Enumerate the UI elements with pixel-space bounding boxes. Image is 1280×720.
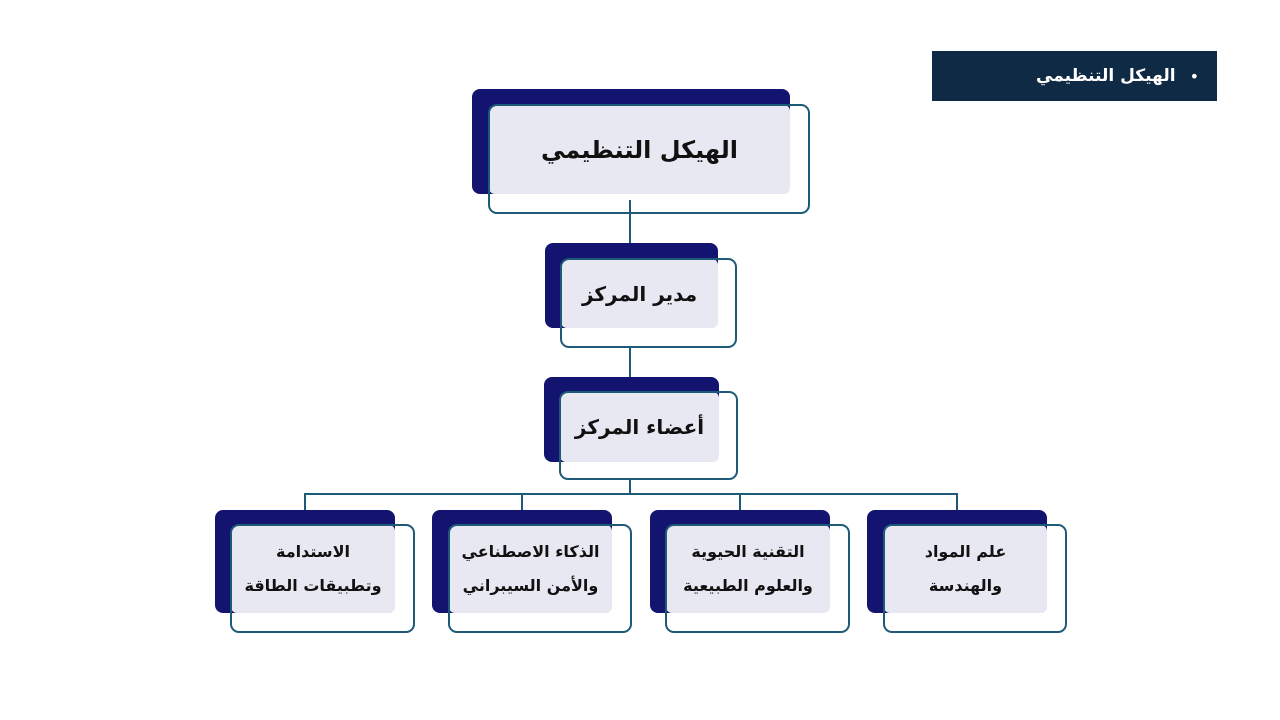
connector: [629, 478, 631, 494]
node-label-line2: وتطبيقات الطاقة: [244, 576, 382, 595]
section-title-bar: • الهيكل التنظيمي: [932, 51, 1217, 101]
node-label-line1: التقنية الحيوية: [691, 542, 805, 561]
connector: [629, 346, 631, 393]
bullet-icon: •: [1189, 66, 1199, 86]
connector: [629, 200, 631, 260]
node-label: أعضاء المركز: [574, 415, 705, 439]
section-title: الهيكل التنظيمي: [1036, 66, 1176, 86]
node-label-line1: الاستدامة: [276, 542, 350, 561]
node-label-line2: والهندسة: [928, 576, 1003, 595]
connector: [521, 493, 523, 511]
node-label-line2: والأمن السيبراني: [462, 576, 599, 595]
node-label: مدير المركز: [581, 281, 698, 306]
node-label-line1: الذكاء الاصطناعي: [461, 542, 600, 561]
connector: [956, 493, 958, 511]
connector: [304, 493, 306, 511]
node-label-line2: والعلوم الطبيعية: [683, 576, 813, 595]
node-label: الهيكل التنظيمي: [541, 135, 738, 164]
connector: [304, 493, 958, 495]
node-label-line1: علم المواد: [924, 542, 1007, 561]
connector: [739, 493, 741, 511]
